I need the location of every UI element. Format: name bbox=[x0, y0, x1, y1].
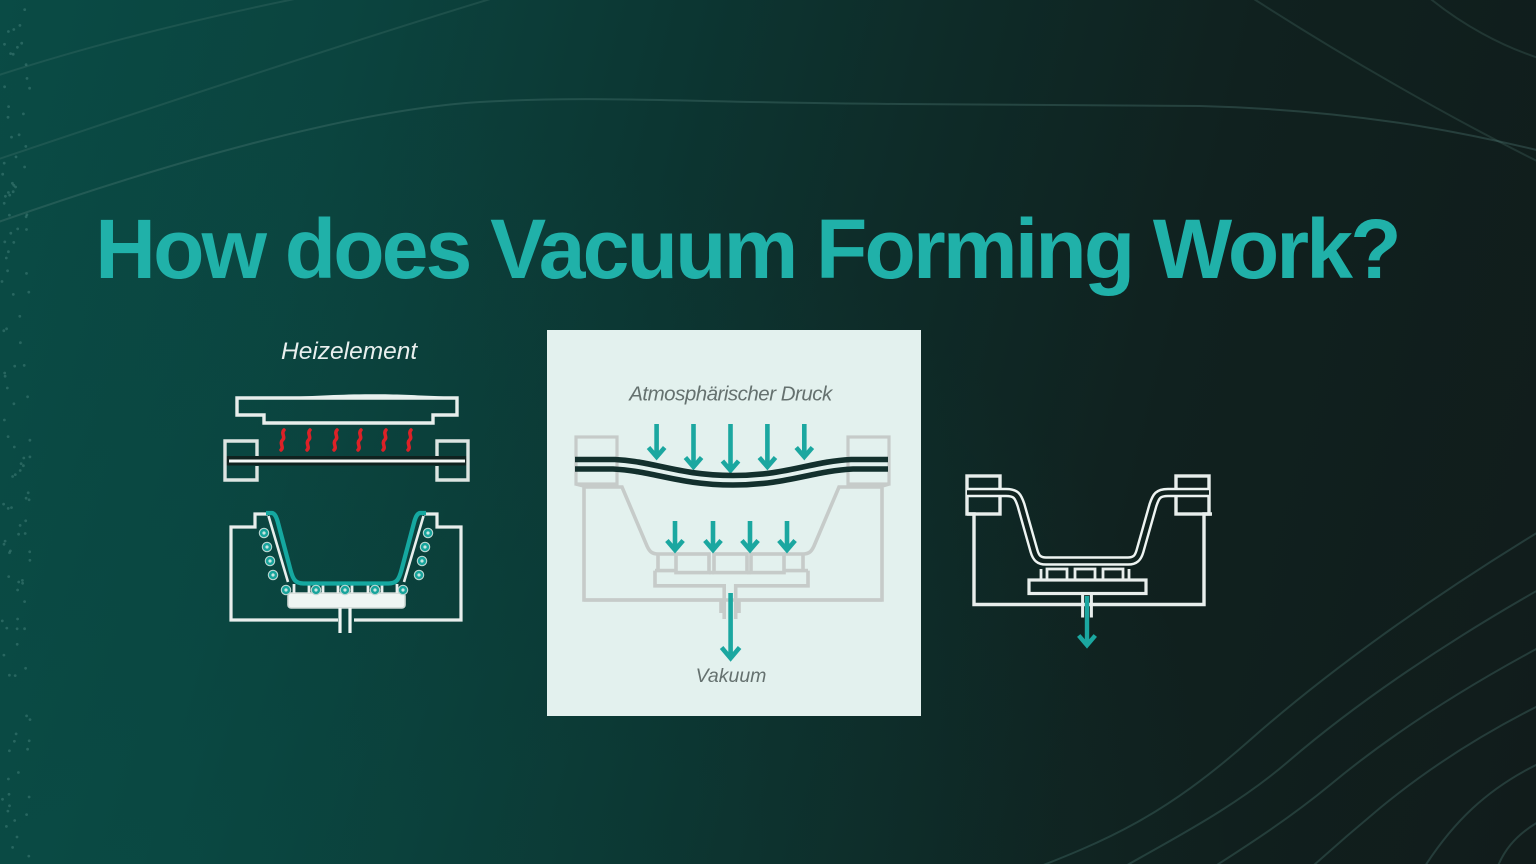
svg-text:Atmosphärischer Druck: Atmosphärischer Druck bbox=[627, 383, 834, 406]
svg-text:Vakuum: Vakuum bbox=[696, 665, 767, 687]
